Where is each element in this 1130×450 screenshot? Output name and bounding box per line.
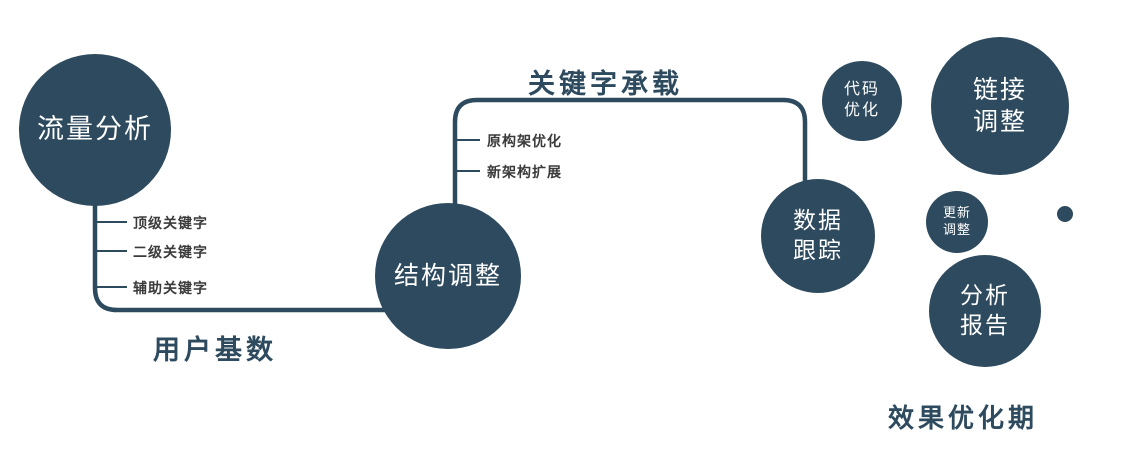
node-update-adjust: 更新 调整 (926, 191, 988, 253)
connector-structure-to-tracking (452, 97, 808, 210)
node-data-tracking-label-1: 数据 (793, 207, 843, 234)
node-update-adjust-label-1: 更新 (942, 205, 971, 221)
node-code-optimize: 代码 优化 (822, 61, 902, 141)
node-code-optimize-label-2: 优化 (843, 102, 880, 119)
node-traffic-analysis: 流量分析 (19, 54, 171, 206)
node-code-optimize-label-1: 代码 (843, 81, 880, 99)
node-analysis-report-label-1: 分析 (960, 282, 1010, 309)
node-structure-adjust-label: 结构调整 (393, 261, 502, 290)
node-data-tracking-label-2: 跟踪 (793, 237, 843, 263)
branch-label-new-arch: 新架构扩展 (487, 164, 562, 180)
node-update-adjust-label-2: 调整 (942, 222, 971, 237)
branch-label-original-arch: 原构架优化 (487, 133, 562, 149)
branch-tick-marks (95, 139, 480, 288)
node-structure-adjust: 结构调整 (375, 203, 521, 349)
edge-label-user-base: 用户基数 (153, 335, 277, 365)
node-analysis-report-label-2: 报告 (960, 312, 1010, 338)
small-dot (1057, 206, 1073, 222)
caption-effect-optimize-period: 效果优化期 (888, 403, 1039, 433)
branch-label-aux-keywords: 辅助关键字 (133, 280, 208, 296)
node-link-adjust-label-2: 调整 (972, 108, 1027, 136)
node-traffic-analysis-label: 流量分析 (37, 114, 153, 145)
branch-label-second-keywords: 二级关键字 (133, 244, 208, 260)
edge-label-keyword-carry: 关键字承载 (528, 69, 683, 99)
node-link-adjust-label-1: 链接 (972, 75, 1027, 104)
node-link-adjust: 链接 调整 (931, 37, 1069, 175)
node-data-tracking: 数据 跟踪 (761, 179, 875, 293)
connector-traffic-to-structure (92, 198, 398, 313)
node-analysis-report: 分析 报告 (929, 255, 1041, 367)
branch-label-top-keywords: 顶级关键字 (133, 215, 208, 231)
